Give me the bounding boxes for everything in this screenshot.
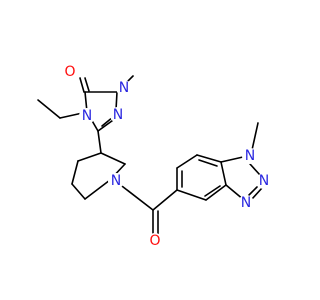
bond-benz-3-inner — [198, 159, 218, 167]
atom-n1-triazolone: N — [119, 80, 129, 96]
molecule-diagram: O N N N N O N N N — [37, 64, 272, 249]
bond-pip-c2-c3 — [100, 152, 126, 165]
bond-n1-n2-bzt — [249, 163, 261, 176]
atom-n3-benzotriazole: N — [241, 195, 251, 211]
atom-labels: O N N N N O N N N — [62, 64, 272, 249]
bond-benz-5 — [205, 184, 227, 201]
bond-benz-3 — [196, 154, 222, 163]
atom-n2-triazolone: N — [113, 107, 123, 123]
bond-pip-c3-c4 — [77, 152, 102, 162]
bond-carbonyl-aryl — [152, 189, 178, 211]
bond-n2-n3-bzt — [251, 187, 263, 200]
bond-benz-5-inner — [204, 185, 221, 197]
bond-c5-o — [79, 77, 85, 93]
bond-pip-c4-c5 — [71, 160, 79, 185]
atom-o-triazolone: O — [64, 64, 75, 80]
structure-svg: O N N N N O N N N — [37, 64, 272, 249]
bond-n2-n3-bzt-inner — [248, 186, 258, 196]
bonds — [37, 75, 263, 237]
bond-n-carbonyl — [117, 182, 154, 211]
bond-n1-n2 — [115, 91, 118, 111]
bond-n4-ethyl-2 — [37, 99, 61, 119]
bond-n1-bzt-methyl — [251, 122, 259, 151]
atom-n-piperidine: N — [111, 173, 121, 189]
atom-o-carbonyl: O — [149, 233, 160, 249]
bond-pip-c5-c6 — [71, 183, 86, 200]
atom-n1-benzotriazole: N — [245, 148, 255, 164]
atom-n2-benzotriazole: N — [259, 173, 269, 189]
atom-n4-triazolone: N — [82, 108, 92, 124]
bond-c3-piperidine — [97, 130, 102, 154]
bond-c5-o-double — [84, 77, 90, 92]
bond-c7a-n1 — [220, 156, 244, 163]
bond-benz-2 — [176, 154, 198, 169]
bond-benz-4 — [220, 161, 227, 186]
bond-benz-6 — [176, 189, 207, 201]
bond-pip-c6-n — [84, 179, 111, 200]
